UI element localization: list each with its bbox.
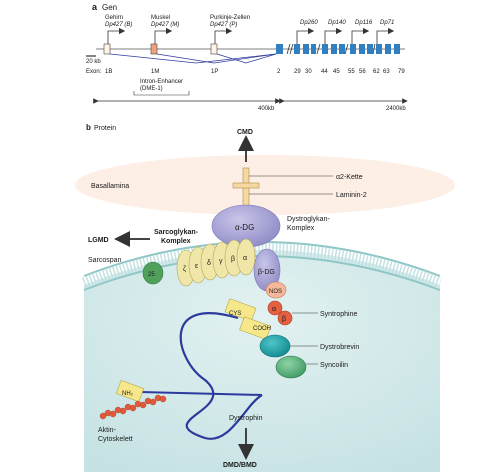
splice-lines <box>109 53 277 64</box>
syncoilin-label: Syncoilin <box>320 362 348 369</box>
alpha2-label: α2-Kette <box>336 174 363 181</box>
exon-num-30: 30 <box>305 69 312 75</box>
dystroglycan-label: Dystroglykan- <box>287 216 330 223</box>
isoform-dp116: Dp116 <box>355 20 373 26</box>
sg-epsilon: ε <box>195 263 198 270</box>
promoter-arrows <box>107 27 395 44</box>
sarcospan <box>142 261 164 285</box>
sg-gamma: γ <box>219 258 223 265</box>
exon-num-29: 29 <box>294 69 301 75</box>
exon-1p <box>210 43 218 55</box>
beta-dg-text: β-DG <box>258 269 275 276</box>
promoter-muscle-label: Muskel <box>151 15 170 21</box>
alpha-dg-text: α-DG <box>235 223 254 232</box>
syncoilin <box>275 355 307 379</box>
membrane-lipids <box>81 243 443 289</box>
dystrobrevin <box>259 334 291 358</box>
dystrophin-label: Dystrophin <box>229 415 263 422</box>
exon-num-1b: 1B <box>105 69 112 75</box>
sg-zeta: ζ <box>183 266 186 273</box>
nos <box>265 281 287 299</box>
dystrobrevin-label: Dystrobrevin <box>320 344 359 351</box>
syntrophin-beta-text: β <box>282 316 286 323</box>
sarcospan-label: Sarcospan <box>88 257 122 264</box>
actin-label-2: Cytoskelett <box>98 436 133 443</box>
basal-lamina-haze <box>75 155 455 215</box>
exon-num-44: 44 <box>321 69 328 75</box>
exon-num-45: 45 <box>333 69 340 75</box>
exon-row-label: Exon: <box>86 69 102 75</box>
exon-blocks <box>276 44 400 54</box>
laminin-label: Laminin-2 <box>336 192 367 199</box>
nos-text: NOS <box>269 289 282 295</box>
exon-num-62: 62 <box>373 69 380 75</box>
promoter-purkinje-sub: Dp427 (P) <box>210 22 237 28</box>
promoter-muscle-sub: Dp427 (M) <box>151 22 179 28</box>
exon-num-63: 63 <box>383 69 390 75</box>
panel-a-letter: a <box>92 2 98 12</box>
panel-a-title: Gen <box>102 3 117 12</box>
isoform-dp140: Dp140 <box>328 20 346 26</box>
cmd-label: CMD <box>237 129 253 136</box>
enhancer-label: Intron-Enhancer <box>140 79 183 85</box>
nh2-domain <box>115 379 145 403</box>
enhancer-bracket <box>133 91 190 96</box>
exon-num-55: 55 <box>348 69 355 75</box>
isoform-dp71: Dp71 <box>380 20 394 26</box>
syntrophine-label: Syntrophine <box>320 311 357 318</box>
panel-b-title: Protein <box>94 125 116 132</box>
promoter-purkinje-label: Purkinje-Zellen <box>210 15 250 21</box>
actin-label: Aktin- <box>98 427 117 434</box>
promoter-brain-label: Gehirn <box>105 15 123 21</box>
dystrophin-nterm-link <box>139 391 263 396</box>
sg-beta: β <box>231 256 235 263</box>
cytoplasm <box>84 250 440 472</box>
scale-label: 20 kb <box>86 59 101 65</box>
promoter-brain-sub: Dp427 (B) <box>105 22 132 28</box>
syntrophin-beta <box>277 310 293 326</box>
distance-right-label: 2400kb <box>386 106 406 112</box>
actin-filament <box>99 394 167 420</box>
isoform-dp260: Dp260 <box>300 20 318 26</box>
nh2-text: NH₂ <box>122 391 134 397</box>
exon-num-79: 79 <box>398 69 405 75</box>
exon-num-1m: 1M <box>151 69 159 75</box>
sg-alpha: α <box>243 255 247 262</box>
panel-b-letter: b <box>86 123 91 132</box>
basal-lamina-label: Basallamina <box>91 183 129 190</box>
exon-num-2: 2 <box>277 69 281 75</box>
syntrophin-alpha-text: α <box>272 306 276 313</box>
break-marks <box>286 43 376 55</box>
exon-1b <box>103 43 111 55</box>
sg-delta: δ <box>207 260 211 267</box>
distance-left-label: 400kb <box>258 106 275 112</box>
enhancer-sub: (DME-1) <box>140 86 163 92</box>
dystrophin-rod <box>179 312 263 440</box>
dmd-label: DMD/BMD <box>223 462 257 469</box>
exon-1m <box>150 43 158 55</box>
dystroglycan-label-2: Komplex <box>287 225 315 232</box>
sarcoglycan-complex <box>176 238 256 287</box>
sarcoglycan-label-2: Komplex <box>161 238 191 245</box>
sarcospan-text: 25 <box>148 272 155 278</box>
cooh-text: COOH <box>253 326 271 332</box>
sarcoglycan-label: Sarcoglykan- <box>154 229 199 236</box>
cys-domain <box>224 298 272 340</box>
exon-num-1p: 1P <box>211 69 218 75</box>
syntrophin-alpha <box>267 300 283 316</box>
lgmd-label: LGMD <box>88 237 109 244</box>
cys-text: CYS <box>229 311 241 317</box>
exon-num-56: 56 <box>359 69 366 75</box>
